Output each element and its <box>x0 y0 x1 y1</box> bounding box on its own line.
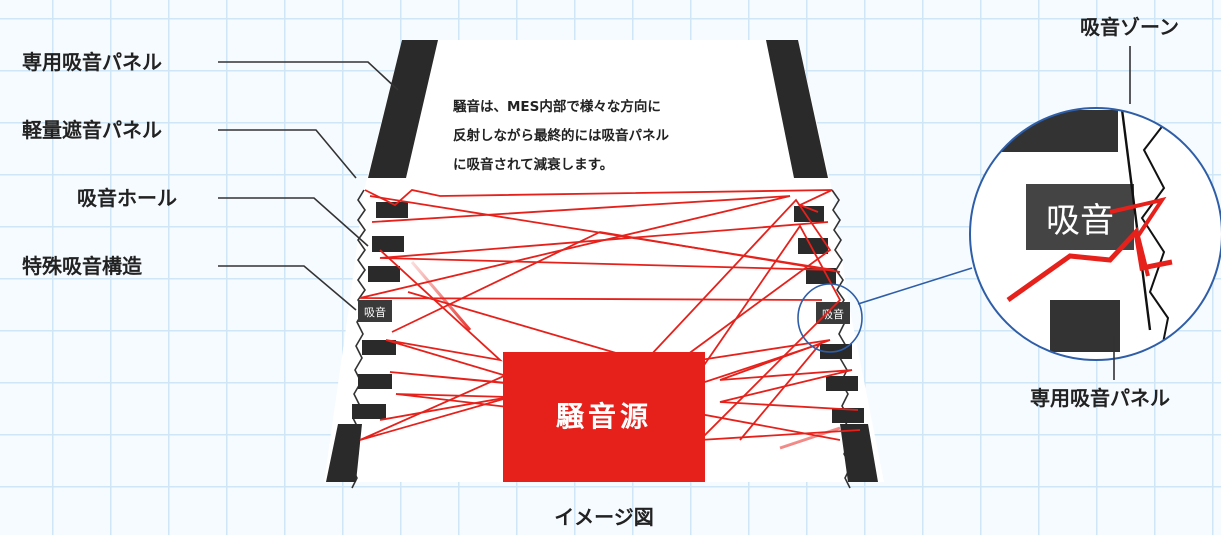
description-line-1: 騒音は、MES内部で様々な方向に <box>453 98 661 115</box>
left-absorb-box-label: 吸音 <box>364 305 386 319</box>
label-dedicated-panel: 専用吸音パネル <box>22 50 162 74</box>
right-dedicated-panel <box>766 40 828 178</box>
leader-light-panel <box>218 129 357 179</box>
noise-reflection-rays <box>359 189 861 450</box>
leader-dedicated-panel <box>218 61 399 91</box>
right-absorb-box-label: 吸音 <box>822 307 844 321</box>
left-absorb-box <box>358 300 392 322</box>
right-absorb-holes <box>794 206 864 423</box>
right-absorb-box <box>816 302 850 324</box>
leader-special-structure <box>218 265 357 311</box>
noise-source-box <box>503 352 705 482</box>
noise-source-label: 騒音源 <box>556 400 652 433</box>
description-line-3: に吸音されて減衰します。 <box>453 156 613 173</box>
label-absorb-zone: 吸音ゾーン <box>1080 15 1179 39</box>
leader-absorb-hole <box>218 197 369 247</box>
detail-absorb-box <box>1026 184 1134 250</box>
magnify-source-circle <box>797 283 863 353</box>
description-line-2: 反射しながら最終的には吸音パネル <box>453 127 669 144</box>
magnify-connector <box>857 267 973 305</box>
label-light-panel: 軽量遮音パネル <box>22 118 162 142</box>
caption: イメージ図 <box>554 505 654 529</box>
right-bottom-panel <box>840 424 878 482</box>
left-dedicated-panel <box>368 40 438 178</box>
detail-absorb-label: 吸音 <box>1046 201 1114 241</box>
left-bottom-panel <box>326 424 362 482</box>
left-absorb-holes <box>352 202 408 419</box>
label-special-structure: 特殊吸音構造 <box>22 254 143 278</box>
label-detail-dedicated-panel: 専用吸音パネル <box>1030 386 1170 410</box>
label-absorb-hole: 吸音ホール <box>77 186 177 210</box>
detail-zoom: 吸音 <box>969 107 1221 361</box>
